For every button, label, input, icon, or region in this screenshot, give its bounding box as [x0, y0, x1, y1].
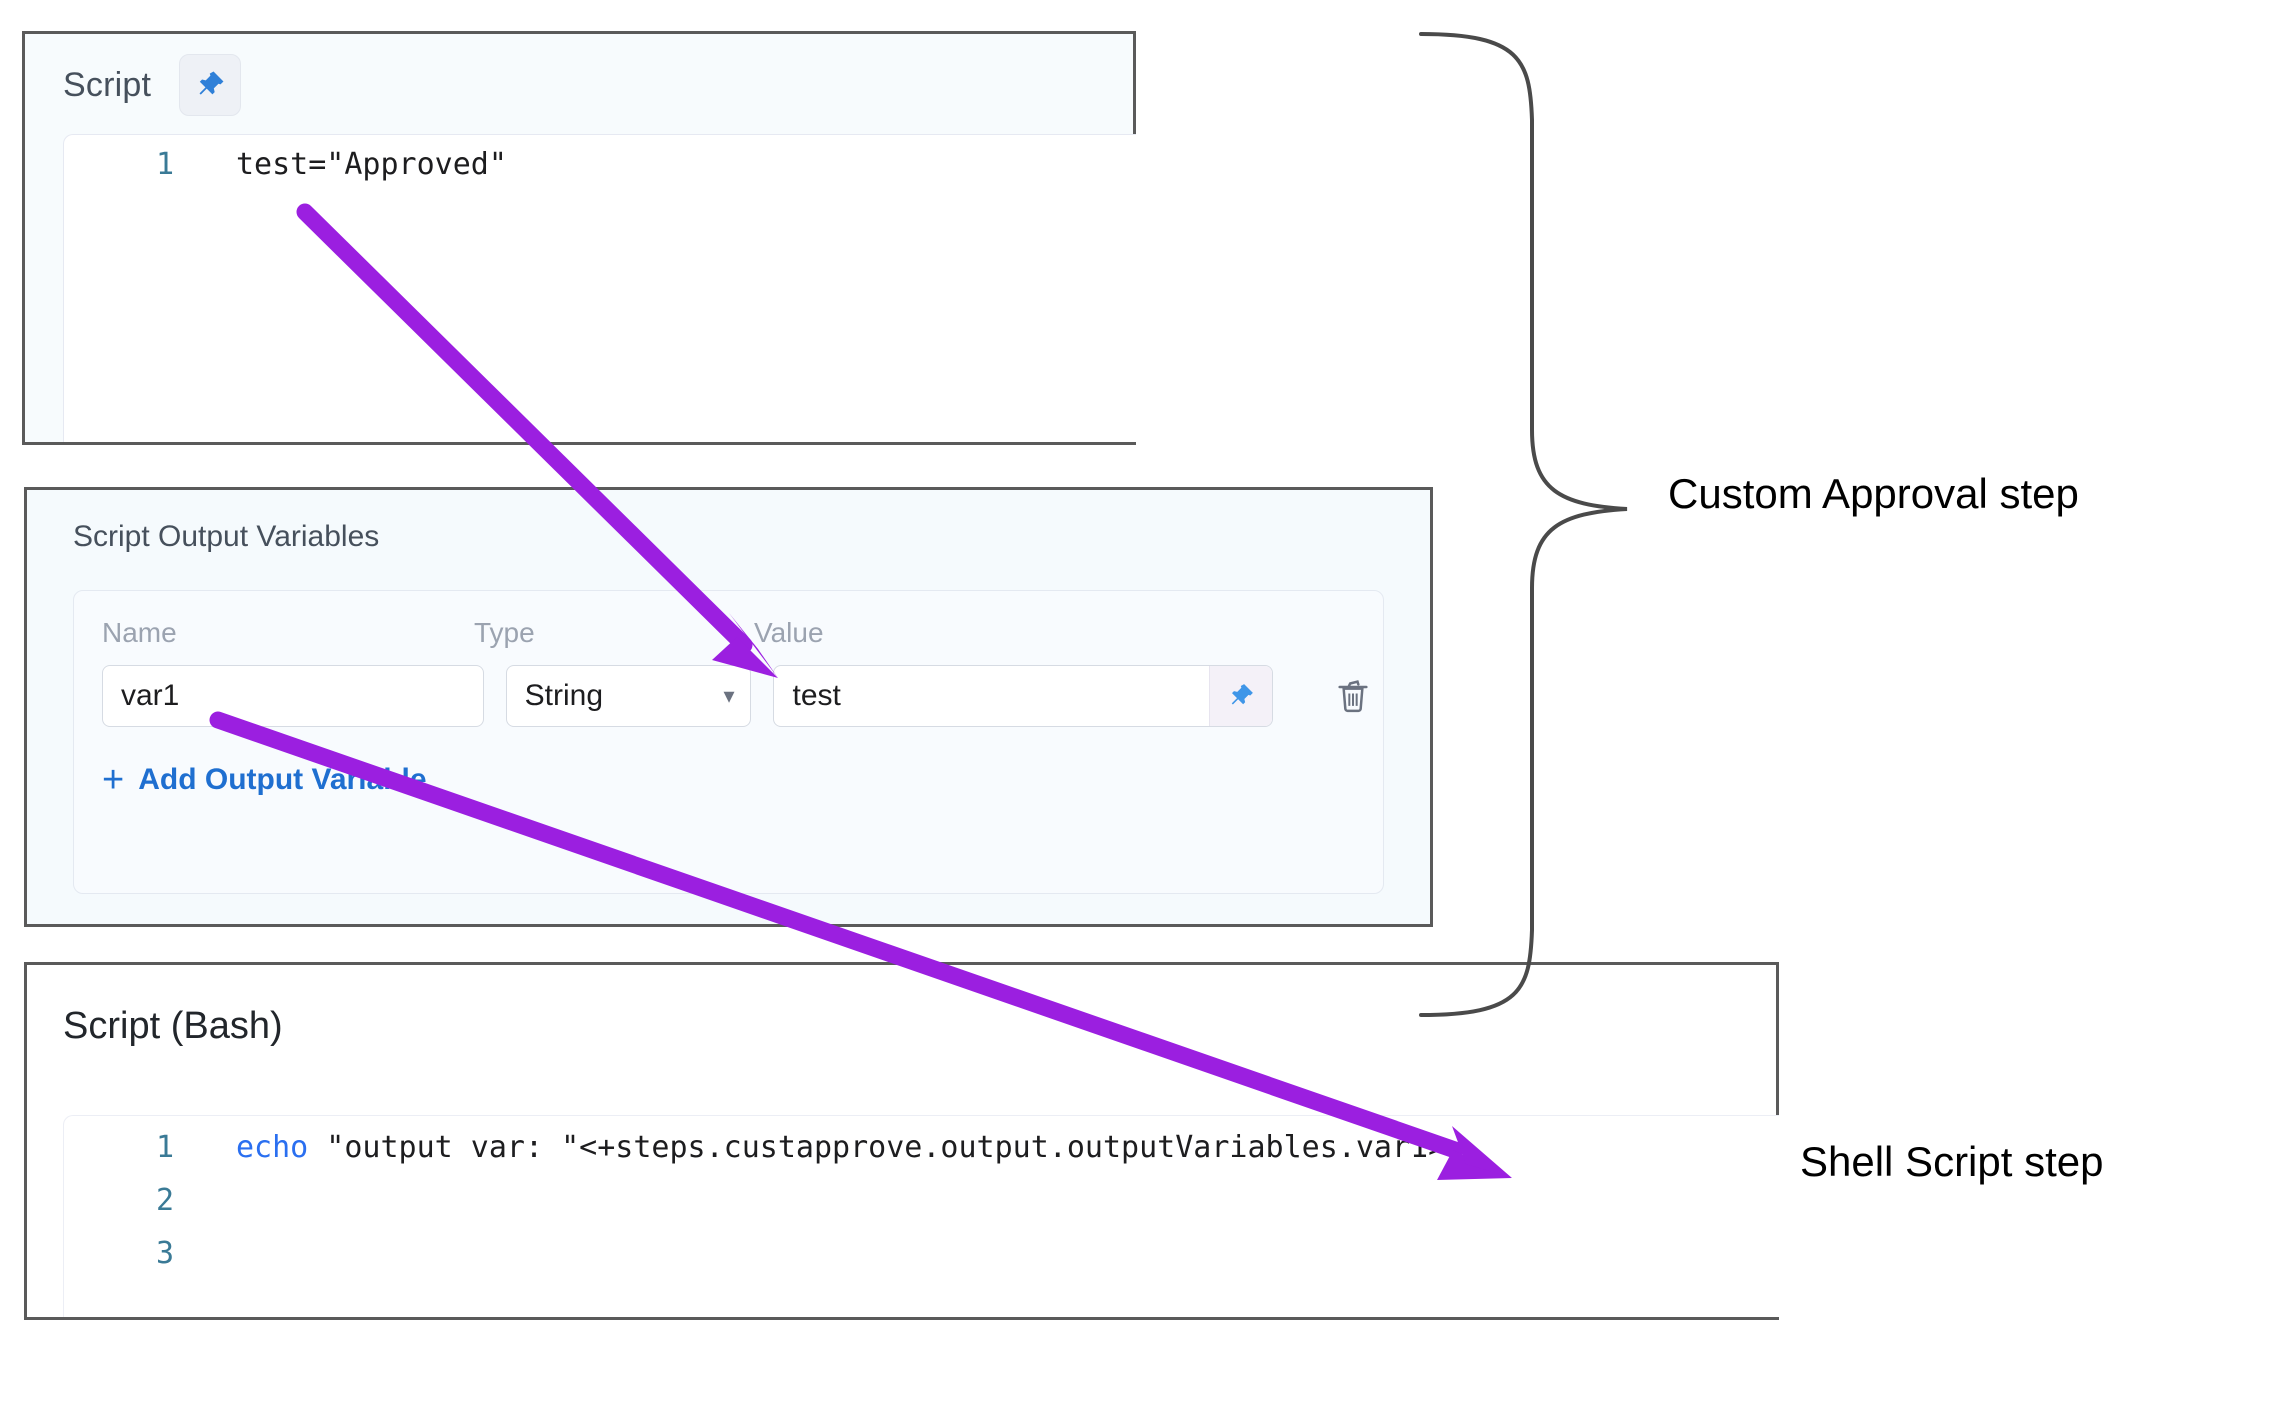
variable-name-input[interactable]: var1 — [102, 665, 484, 727]
trash-icon[interactable] — [1323, 666, 1383, 726]
script-code-editor[interactable]: 1 test="Approved" — [63, 134, 1136, 442]
output-variables-box: Name Type Value var1 String ▾ test — [73, 590, 1384, 894]
code-keyword: echo — [236, 1130, 309, 1165]
curly-brace — [1419, 32, 1628, 1017]
annotation-label-shell-script: Shell Script step — [1800, 1138, 2104, 1185]
line-number: 3 — [155, 1236, 174, 1271]
output-variables-column-headers: Name Type Value — [74, 591, 1383, 649]
variable-type-value: String — [524, 679, 604, 712]
line-number: 2 — [155, 1183, 174, 1218]
column-header-type: Type — [474, 617, 535, 648]
code-text: test="Approved" — [236, 147, 507, 182]
bash-panel-title: Script (Bash) — [63, 1005, 283, 1047]
column-header-name: Name — [102, 617, 177, 648]
line-number: 1 — [155, 1130, 174, 1165]
code-line: 2 — [64, 1183, 1779, 1236]
pin-icon[interactable] — [179, 54, 242, 116]
variable-type-select[interactable]: String ▾ — [505, 665, 752, 727]
plus-icon: + — [102, 759, 125, 801]
add-output-variable-label: Add Output Variable — [138, 763, 427, 796]
output-variables-title: Script Output Variables — [73, 520, 380, 553]
script-panel-title: Script — [63, 65, 152, 104]
output-variable-row: var1 String ▾ test — [74, 649, 1383, 727]
variable-value-input[interactable]: test — [792, 679, 841, 712]
code-line: 1 echo "output var: "<+steps.custapprove… — [64, 1130, 1779, 1183]
line-number: 1 — [155, 147, 174, 182]
code-text: "output var: "<+steps.custapprove.output… — [308, 1130, 1447, 1165]
script-panel: Script 1 test="Approved" — [22, 31, 1136, 445]
pin-icon[interactable] — [1209, 666, 1273, 726]
code-line: 1 test="Approved" — [64, 147, 1136, 201]
chevron-down-icon: ▾ — [723, 683, 735, 708]
script-output-variables-panel: Script Output Variables Name Type Value … — [24, 487, 1433, 927]
add-output-variable-button[interactable]: + Add Output Variable — [74, 727, 1383, 799]
annotation-label-custom-approval: Custom Approval step — [1668, 470, 2079, 517]
variable-value-field[interactable]: test — [773, 665, 1274, 727]
bash-code-editor[interactable]: 1 echo "output var: "<+steps.custapprove… — [63, 1115, 1779, 1317]
column-header-value: Value — [754, 617, 824, 648]
bash-script-panel: Script (Bash) 1 echo "output var: "<+ste… — [24, 962, 1779, 1320]
code-line: 3 — [64, 1236, 1779, 1289]
script-panel-header: Script — [25, 34, 1133, 116]
